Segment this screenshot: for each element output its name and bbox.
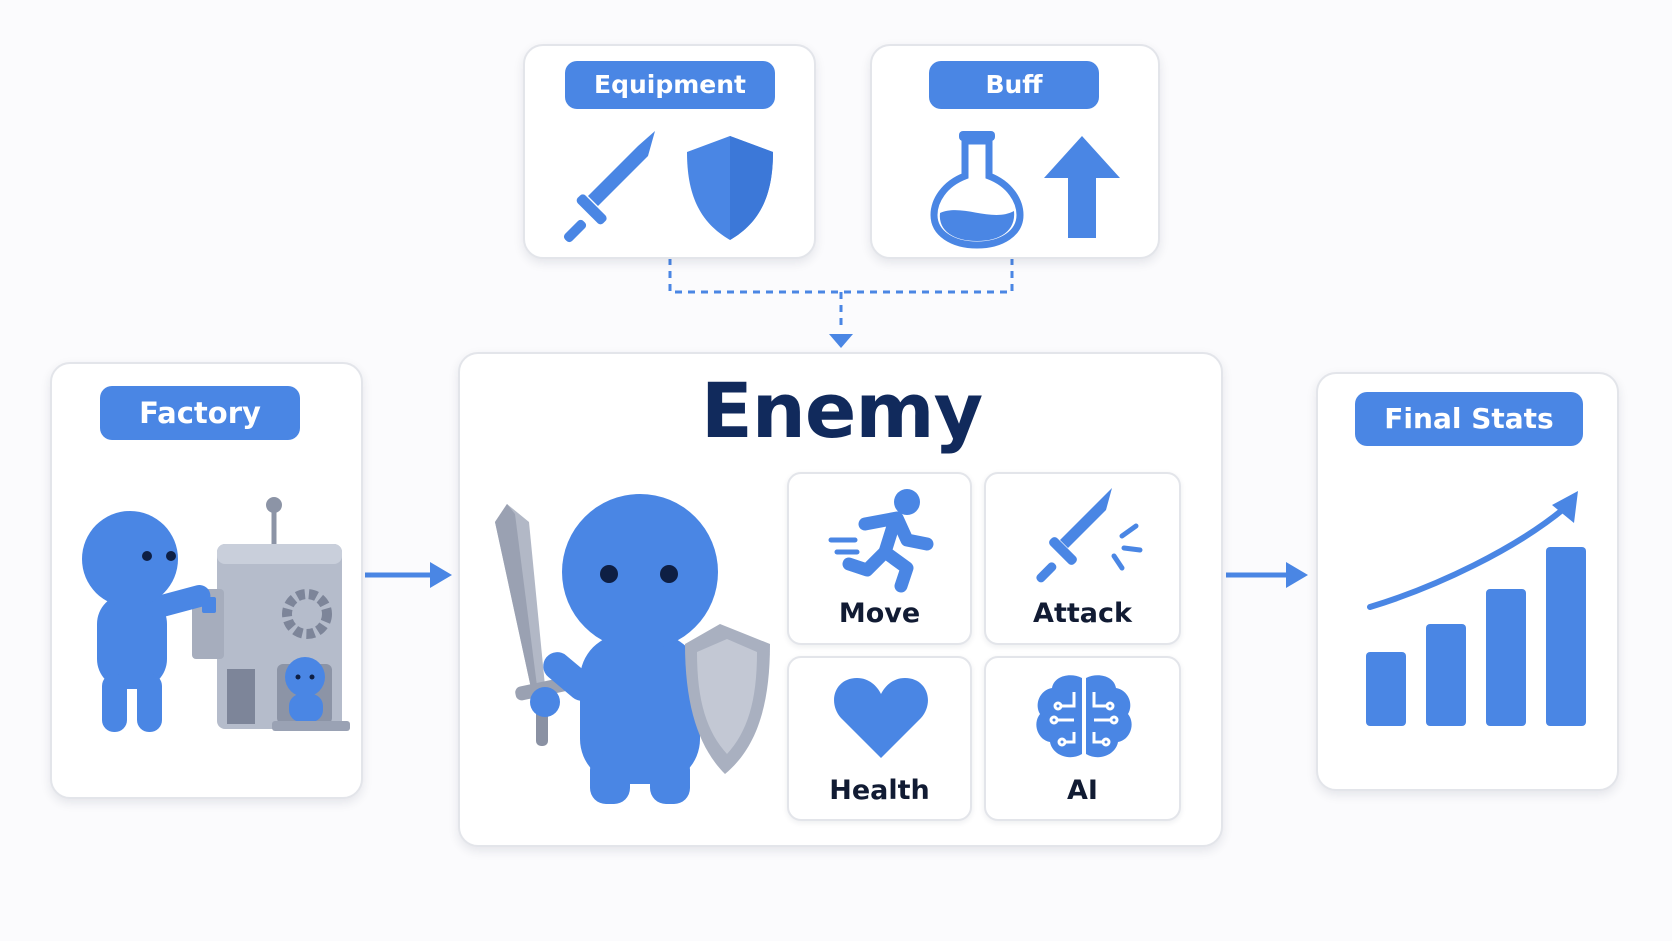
buff-card: Buff — [870, 44, 1160, 259]
sword-icon — [563, 131, 655, 243]
running-person-icon — [828, 489, 934, 593]
stats-bar-4 — [1546, 547, 1586, 726]
shield-icon — [687, 136, 773, 240]
enemy-card: Enemy Move — [458, 352, 1223, 847]
final-stats-card: Final Stats — [1316, 372, 1619, 791]
small-figure-head — [285, 657, 325, 697]
final-stats-label: Final Stats — [1355, 392, 1583, 446]
ai-tile: AI — [984, 656, 1181, 821]
enemy-title: Enemy — [700, 366, 983, 455]
trend-arrow — [1367, 504, 1569, 610]
enemy-character-illustration — [495, 494, 770, 804]
equipment-label: Equipment — [565, 61, 775, 109]
stats-bar-3 — [1486, 589, 1526, 726]
big-figure-body — [97, 594, 167, 689]
up-arrow-icon — [1044, 136, 1120, 238]
rising-bar-chart-icon — [1366, 491, 1586, 726]
attack-tile: Attack — [984, 472, 1181, 645]
dashed-arrow-head — [829, 334, 853, 348]
gear-icon — [282, 589, 332, 639]
factory-illustration — [82, 497, 350, 732]
attack-label: Attack — [1033, 598, 1132, 629]
health-label: Health — [829, 775, 930, 806]
enemy-character-head — [562, 494, 718, 650]
sword-slash-icon — [1036, 488, 1143, 583]
stats-bar-2 — [1426, 624, 1466, 726]
heart-icon — [834, 678, 928, 758]
health-tile: Health — [787, 656, 972, 821]
factory-label: Factory — [100, 386, 300, 440]
move-label: Move — [838, 598, 921, 629]
dashed-merge-connector — [668, 258, 1014, 330]
stats-bar-1 — [1366, 652, 1406, 726]
big-figure-head — [82, 511, 178, 607]
potion-flask-icon — [930, 131, 1024, 249]
factory-card: Factory — [50, 362, 363, 799]
buff-label: Buff — [929, 61, 1099, 109]
equipment-card: Equipment — [523, 44, 816, 259]
ai-label: AI — [1067, 775, 1098, 806]
move-tile: Move — [787, 472, 972, 645]
brain-circuit-icon — [1036, 675, 1132, 758]
